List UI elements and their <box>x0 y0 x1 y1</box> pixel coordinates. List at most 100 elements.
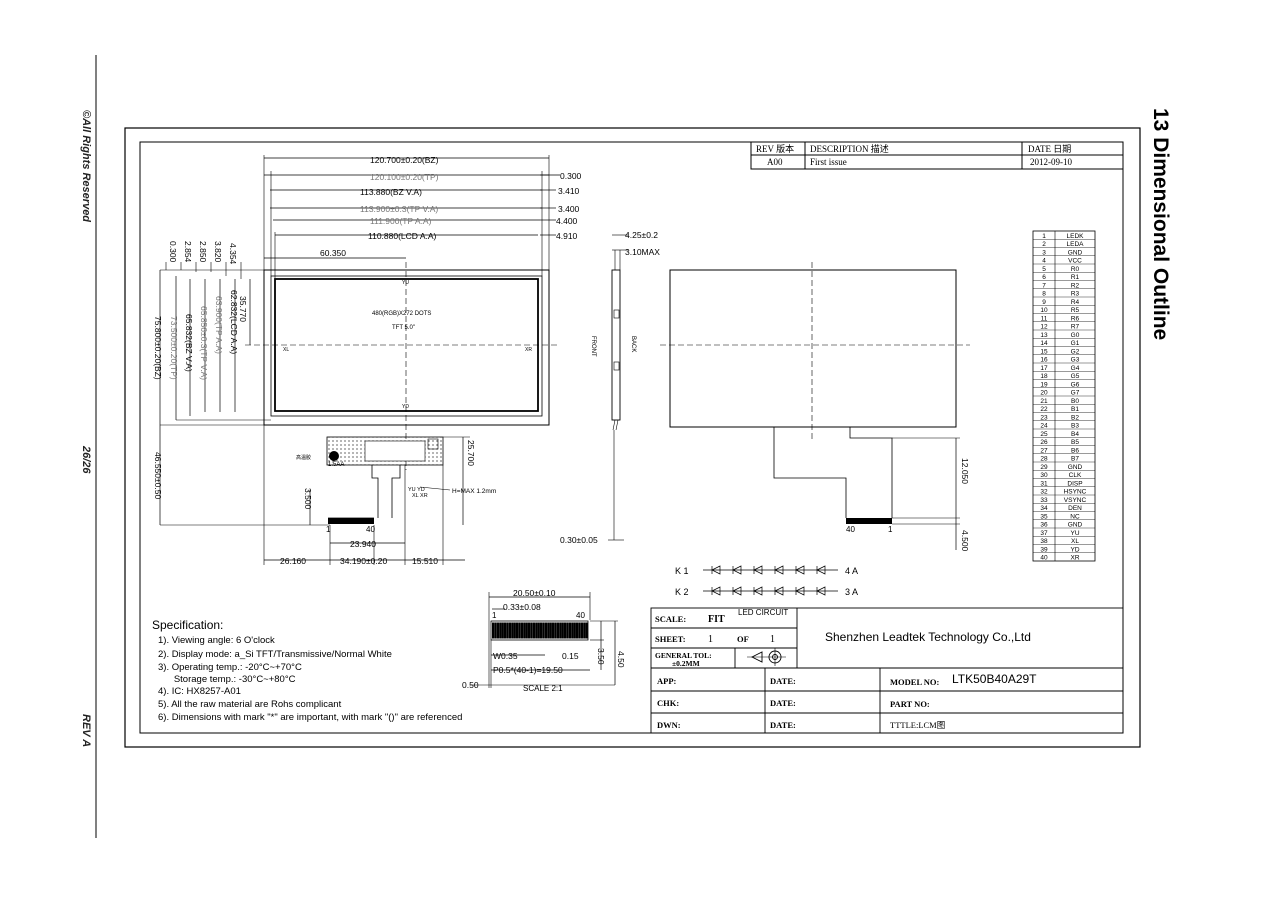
side-view-labels: 4.25±0.2 3.10MAX FRONT BACK 0.30±0.05 <box>560 230 660 545</box>
pinout-number: 29 <box>1040 464 1048 471</box>
pinout-signal: B7 <box>1071 456 1079 463</box>
label-pin40: 40 <box>366 525 375 534</box>
pinout-number: 35 <box>1040 513 1048 520</box>
desc-value: First issue <box>810 157 847 167</box>
dim-left-i: 65.856±0.3(TP V.A) <box>199 306 209 380</box>
back-dim-1: 12.050 <box>960 458 970 484</box>
pinout-signal: R7 <box>1071 324 1080 331</box>
dim-left-m: 46.550±0.50 <box>153 452 163 499</box>
fpc-contact <box>568 622 572 639</box>
sheet-value: 1 <box>708 634 713 645</box>
dim-left-e: 4.354 <box>228 243 238 265</box>
dim-left-n: 3.500 <box>303 488 313 510</box>
led-diode-icon <box>774 586 784 596</box>
dim-tp-va: 113.900±0.3(TP V.A) <box>360 204 438 214</box>
led-diode-icon <box>732 565 742 575</box>
chk-label: CHK: <box>657 698 679 708</box>
pinout-number: 21 <box>1040 398 1048 405</box>
pinout-signal: B2 <box>1071 414 1079 421</box>
fpc-width: 20.50±0.10 <box>513 588 556 598</box>
pinout-number: 24 <box>1040 423 1048 430</box>
pinout-signal: R0 <box>1071 266 1080 273</box>
pinout-number: 1 <box>1042 233 1046 240</box>
model-value: LTK50B40A29T <box>952 672 1037 686</box>
dim-r5: 4.910 <box>556 231 578 241</box>
led-diode-icon <box>732 586 742 596</box>
pinout-signal: YD <box>1070 546 1079 553</box>
title-label: TTTLE:LCM图 <box>890 720 945 730</box>
spec-line: 1). Viewing angle: 6 O'clock <box>158 635 275 646</box>
pinout-signal: G3 <box>1071 357 1080 364</box>
app-label: APP: <box>657 676 677 686</box>
pinout-number: 2 <box>1042 241 1046 248</box>
spec-line: Storage temp.: -30°C~+80°C <box>158 674 296 685</box>
led-diode-icon <box>816 586 826 596</box>
pinout-signal: GND <box>1068 522 1083 529</box>
pinout-signal: B6 <box>1071 447 1079 454</box>
dim-left-a: 0.300 <box>168 241 178 263</box>
fpc-contact <box>532 622 536 639</box>
dim-left-h: 63.900(TP A.A) <box>214 296 224 354</box>
pinout-number: 17 <box>1040 365 1048 372</box>
dim-bottom-e: 25.700 <box>466 440 476 466</box>
back-view-labels: 12.050 4.500 40 1 <box>846 458 970 552</box>
pinout-number: 7 <box>1042 282 1046 289</box>
pinout-signal: XL <box>1071 538 1079 545</box>
side-view <box>608 234 628 541</box>
fpc-left: 0.50 <box>462 680 479 690</box>
fpc-contact <box>513 622 516 639</box>
fpc-contact <box>535 622 538 639</box>
fpc-contact <box>511 622 514 639</box>
pinout-number: 34 <box>1040 505 1048 512</box>
rev-header: REV 版本 <box>756 143 794 154</box>
pinout-number: 25 <box>1040 431 1048 438</box>
label-xl: XL <box>283 347 289 353</box>
fpc-contact <box>537 622 540 639</box>
dim-left-b: 2.854 <box>183 241 193 263</box>
title-block-text: SCALE: FIT SHEET: 1 OF 1 GENERAL TOL: ±0… <box>655 614 1037 730</box>
dim-r4: 4.400 <box>556 216 578 226</box>
label-glue: 高温胶 <box>296 454 311 461</box>
pinout-signal: GND <box>1068 464 1083 471</box>
date-value: 2012-09-10 <box>1030 157 1072 167</box>
fpc-contact <box>573 622 576 639</box>
led-diode-icon <box>795 586 805 596</box>
pinout-number: 12 <box>1040 324 1048 331</box>
spec-line: 4). IC: HX8257-A01 <box>158 686 241 697</box>
rev-value: A00 <box>767 157 783 167</box>
dwn-label: DWN: <box>657 720 681 730</box>
inner-frame <box>139 141 1124 734</box>
dim-lcd-aa: 110.880(LCD A.A) <box>368 231 437 241</box>
fpc-pins <box>492 622 588 639</box>
fpc-contact <box>496 622 500 639</box>
pinout-number: 26 <box>1040 439 1048 446</box>
fpc-contact <box>499 622 502 639</box>
pinout-number: 10 <box>1040 307 1048 314</box>
fpc-contact <box>571 622 574 639</box>
side-front: FRONT <box>590 336 596 357</box>
sheet-label: SHEET: <box>655 634 686 644</box>
pinout-number: 11 <box>1041 315 1048 322</box>
dim-bottom-a: 26.160 <box>280 556 306 566</box>
fpc-contact <box>554 622 557 639</box>
pinout-signal: B4 <box>1071 431 1079 438</box>
pinout-number: 37 <box>1040 530 1048 537</box>
fpc-contact <box>549 622 552 639</box>
led-diode-icon <box>711 565 721 575</box>
pinout-number: 31 <box>1040 480 1048 487</box>
label-yd: YD <box>402 404 409 410</box>
pinout-signal: VCC <box>1068 258 1082 265</box>
pinout-number: 28 <box>1040 456 1048 463</box>
screen-resolution: 480(RGB)X272 DOTS <box>372 311 431 317</box>
dim-left-k: 73.500±0.20(TP) <box>169 316 179 380</box>
fpc-detail-labels: 20.50±0.10 0.33±0.08 1 40 W0.35 0.15 P0.… <box>462 588 626 693</box>
pinout-signal: YU <box>1070 530 1079 537</box>
pinout-signal: B1 <box>1071 406 1079 413</box>
fpc-contact <box>564 622 567 639</box>
pinout-signal: LEDA <box>1067 241 1085 248</box>
pinout-number: 8 <box>1042 291 1046 298</box>
led-row1-left: K 1 <box>675 566 689 576</box>
dim-left-f: 35.770 <box>238 296 248 322</box>
fpc-contact <box>578 622 581 639</box>
